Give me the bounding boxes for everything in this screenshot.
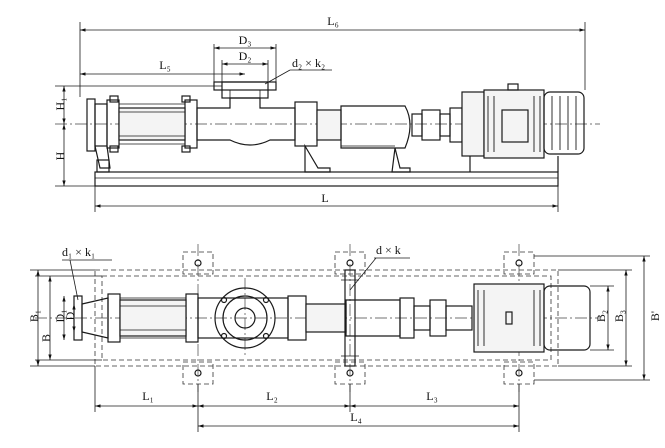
label-D: D [63, 311, 77, 320]
label-d1k1: d₁ × k₁ [62, 245, 95, 259]
dim-bottom: L₁ L₂ L₃ L₄ [94, 366, 520, 432]
label-D1: D₁ [53, 310, 67, 323]
label-D3: D₃ [239, 33, 252, 47]
stator-section [106, 95, 198, 153]
dim-L6: L₆ [79, 14, 586, 97]
label-L: L [321, 191, 328, 205]
dim-D3-D2: D₃ D₂ [213, 33, 277, 82]
label-L1: L₁ [142, 389, 154, 403]
dim-d1k1: d₁ × k₁ [62, 245, 112, 301]
coupling [411, 107, 463, 143]
label-L4: L₄ [350, 410, 362, 424]
base-plate-plan [94, 244, 559, 392]
label-B2: B₂ [594, 310, 608, 322]
motor-plan [473, 283, 591, 353]
bearing-housing [294, 101, 411, 173]
front-view: L₆ D₃ D₂ L₅ d₂ × k₂ [53, 14, 600, 212]
pump-casing [196, 81, 296, 146]
motor [461, 83, 585, 172]
label-B3: B₃ [612, 310, 626, 322]
label-L6: L₆ [327, 14, 339, 28]
label-H1: H₁ [53, 98, 67, 111]
base-frame [94, 171, 559, 187]
plan-view: d₁ × k₁ d × k B₁ B D₁ D [27, 243, 662, 432]
dim-d2k2: d₂ × k₂ [264, 56, 332, 85]
label-L2: L₂ [266, 389, 278, 403]
coupling-plan [399, 297, 473, 339]
label-Bp: B' [648, 311, 662, 321]
label-D2: D₂ [239, 49, 252, 63]
label-dk: d × k [376, 243, 401, 257]
label-B: B [39, 334, 53, 342]
label-B1: B₁ [27, 310, 41, 322]
dim-dk: d × k [349, 243, 410, 291]
label-d2k2: d₂ × k₂ [292, 56, 325, 70]
label-L3: L₃ [426, 389, 438, 403]
dim-L5: L₅ [80, 58, 245, 76]
label-L5: L₅ [159, 58, 171, 72]
dim-left-vertical: B₁ B D₁ D [27, 269, 102, 367]
dim-L: L [94, 186, 559, 212]
stator-plan [107, 293, 199, 343]
label-H: H [53, 151, 67, 160]
dim-right-vertical: B₂ B₃ B' [534, 255, 662, 381]
dim-H1-H: H₁ H [53, 85, 222, 187]
